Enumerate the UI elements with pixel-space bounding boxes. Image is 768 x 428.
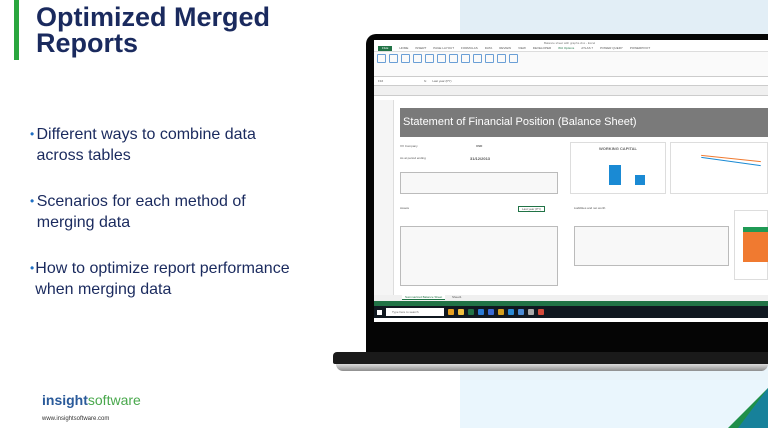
laptop-screen: Balance sheet with graphs.xlsx - Excel F… (374, 40, 768, 322)
tab-insert[interactable]: INSERT (415, 46, 427, 50)
tab-page-layout[interactable]: PAGE LAYOUT (433, 46, 455, 50)
bullet-icon: • (30, 127, 35, 141)
excel-icon[interactable] (468, 309, 474, 315)
ribbon (374, 52, 768, 77)
sheet-tab-summarized[interactable]: Summarized Balance Sheet (402, 295, 446, 300)
tab-view[interactable]: VIEW (518, 46, 526, 50)
app-icon[interactable] (508, 309, 514, 315)
tab-developer[interactable]: DEVELOPER (532, 46, 552, 50)
ratios-line-chart (670, 142, 768, 194)
upload-icon[interactable] (497, 54, 506, 63)
tab-wiz-options[interactable]: Wiz Options (558, 46, 575, 50)
column-headers (374, 86, 768, 96)
ribbon-tabs: FILE HOME INSERT PAGE LAYOUT FORMULAS DA… (374, 46, 768, 52)
sheet-tabs: Summarized Balance Sheet Sheet1 (374, 295, 768, 301)
data-icon[interactable] (401, 54, 410, 63)
chart-bar-py (635, 175, 645, 185)
bullet-item: •Scenarios for each method of merging da… (30, 193, 246, 231)
ranges-icon[interactable] (461, 54, 470, 63)
company-url: www.insightsoftware.com (42, 416, 110, 422)
refresh-icon[interactable] (473, 54, 482, 63)
formula-bar: F16 fx Last year (PY) (374, 77, 768, 86)
tab-power-query[interactable]: POWER QUERY (600, 46, 623, 50)
automation-icon[interactable] (485, 54, 494, 63)
company-logo: insightsoftware www.insightsoftware.com (42, 392, 141, 422)
tab-formulas[interactable]: FORMULAS (461, 46, 478, 50)
window-title: Balance sheet with graphs.xlsx - Excel (544, 41, 596, 45)
bullet-icon: • (30, 261, 35, 275)
bullet-icon: • (30, 194, 35, 208)
assets-table (400, 226, 558, 286)
drill-down-icon[interactable] (509, 54, 518, 63)
app-icon[interactable] (498, 309, 504, 315)
filter-icon[interactable] (413, 54, 422, 63)
liabilities-table (574, 226, 729, 266)
worksheet[interactable]: Statement of Financial Position (Balance… (374, 100, 768, 296)
style-icon[interactable] (425, 54, 434, 63)
cursor-icon[interactable] (437, 54, 446, 63)
tab-powerpivot[interactable]: POWERPIVOT (629, 46, 651, 50)
tab-home[interactable]: HOME (399, 46, 409, 50)
liabilities-bar-chart (734, 210, 768, 280)
selected-cell[interactable]: Last year (PY) (518, 206, 546, 212)
laptop-base-edge (336, 364, 768, 371)
title-accent-bar (14, 0, 19, 60)
app-icon[interactable] (518, 309, 524, 315)
chart-bar-cy (609, 165, 621, 185)
quick-access-toolbar: Balance sheet with graphs.xlsx - Excel (374, 40, 768, 46)
laptop-base (333, 352, 768, 364)
status-bar (374, 301, 768, 306)
windows-icon[interactable] (377, 309, 382, 315)
formula-input[interactable]: Last year (PY) (432, 79, 452, 83)
background-panel-lower (460, 380, 768, 428)
bullet-list: •Different ways to combine data across t… (30, 124, 295, 325)
tab-atlas[interactable]: ATLAS 7 (581, 46, 594, 50)
bullet-item: •Different ways to combine data across t… (30, 126, 256, 164)
tab-review[interactable]: REVIEW (499, 46, 512, 50)
sheet-tab-sheet1[interactable]: Sheet1 (452, 295, 462, 299)
new-icon[interactable] (377, 54, 386, 63)
app-icon[interactable] (488, 309, 494, 315)
slide-title: Optimized Merged Reports (36, 2, 271, 58)
app-icon[interactable] (538, 309, 544, 315)
fx-icon: fx (424, 79, 427, 83)
corner-decoration-blue (738, 388, 768, 428)
bullet-item: •How to optimize report performance when… (30, 260, 290, 298)
sheet-banner: Statement of Financial Position (Balance… (400, 108, 768, 137)
snippets-icon[interactable] (389, 54, 398, 63)
taskbar-search[interactable]: Type here to search (386, 308, 444, 316)
tab-file[interactable]: FILE (378, 46, 393, 51)
app-icon[interactable] (528, 309, 534, 315)
app-icon[interactable] (478, 309, 484, 315)
parameters-icon[interactable] (449, 54, 458, 63)
row-headers (374, 100, 394, 296)
explorer-icon[interactable] (458, 309, 464, 315)
working-capital-chart: WORKING CAPITAL (570, 142, 666, 194)
tab-data[interactable]: DATA (484, 46, 493, 50)
taskbar: Type here to search (374, 306, 768, 318)
name-box[interactable]: F16 (378, 79, 384, 83)
ratios-table (400, 172, 558, 194)
chrome-icon[interactable] (448, 309, 454, 315)
